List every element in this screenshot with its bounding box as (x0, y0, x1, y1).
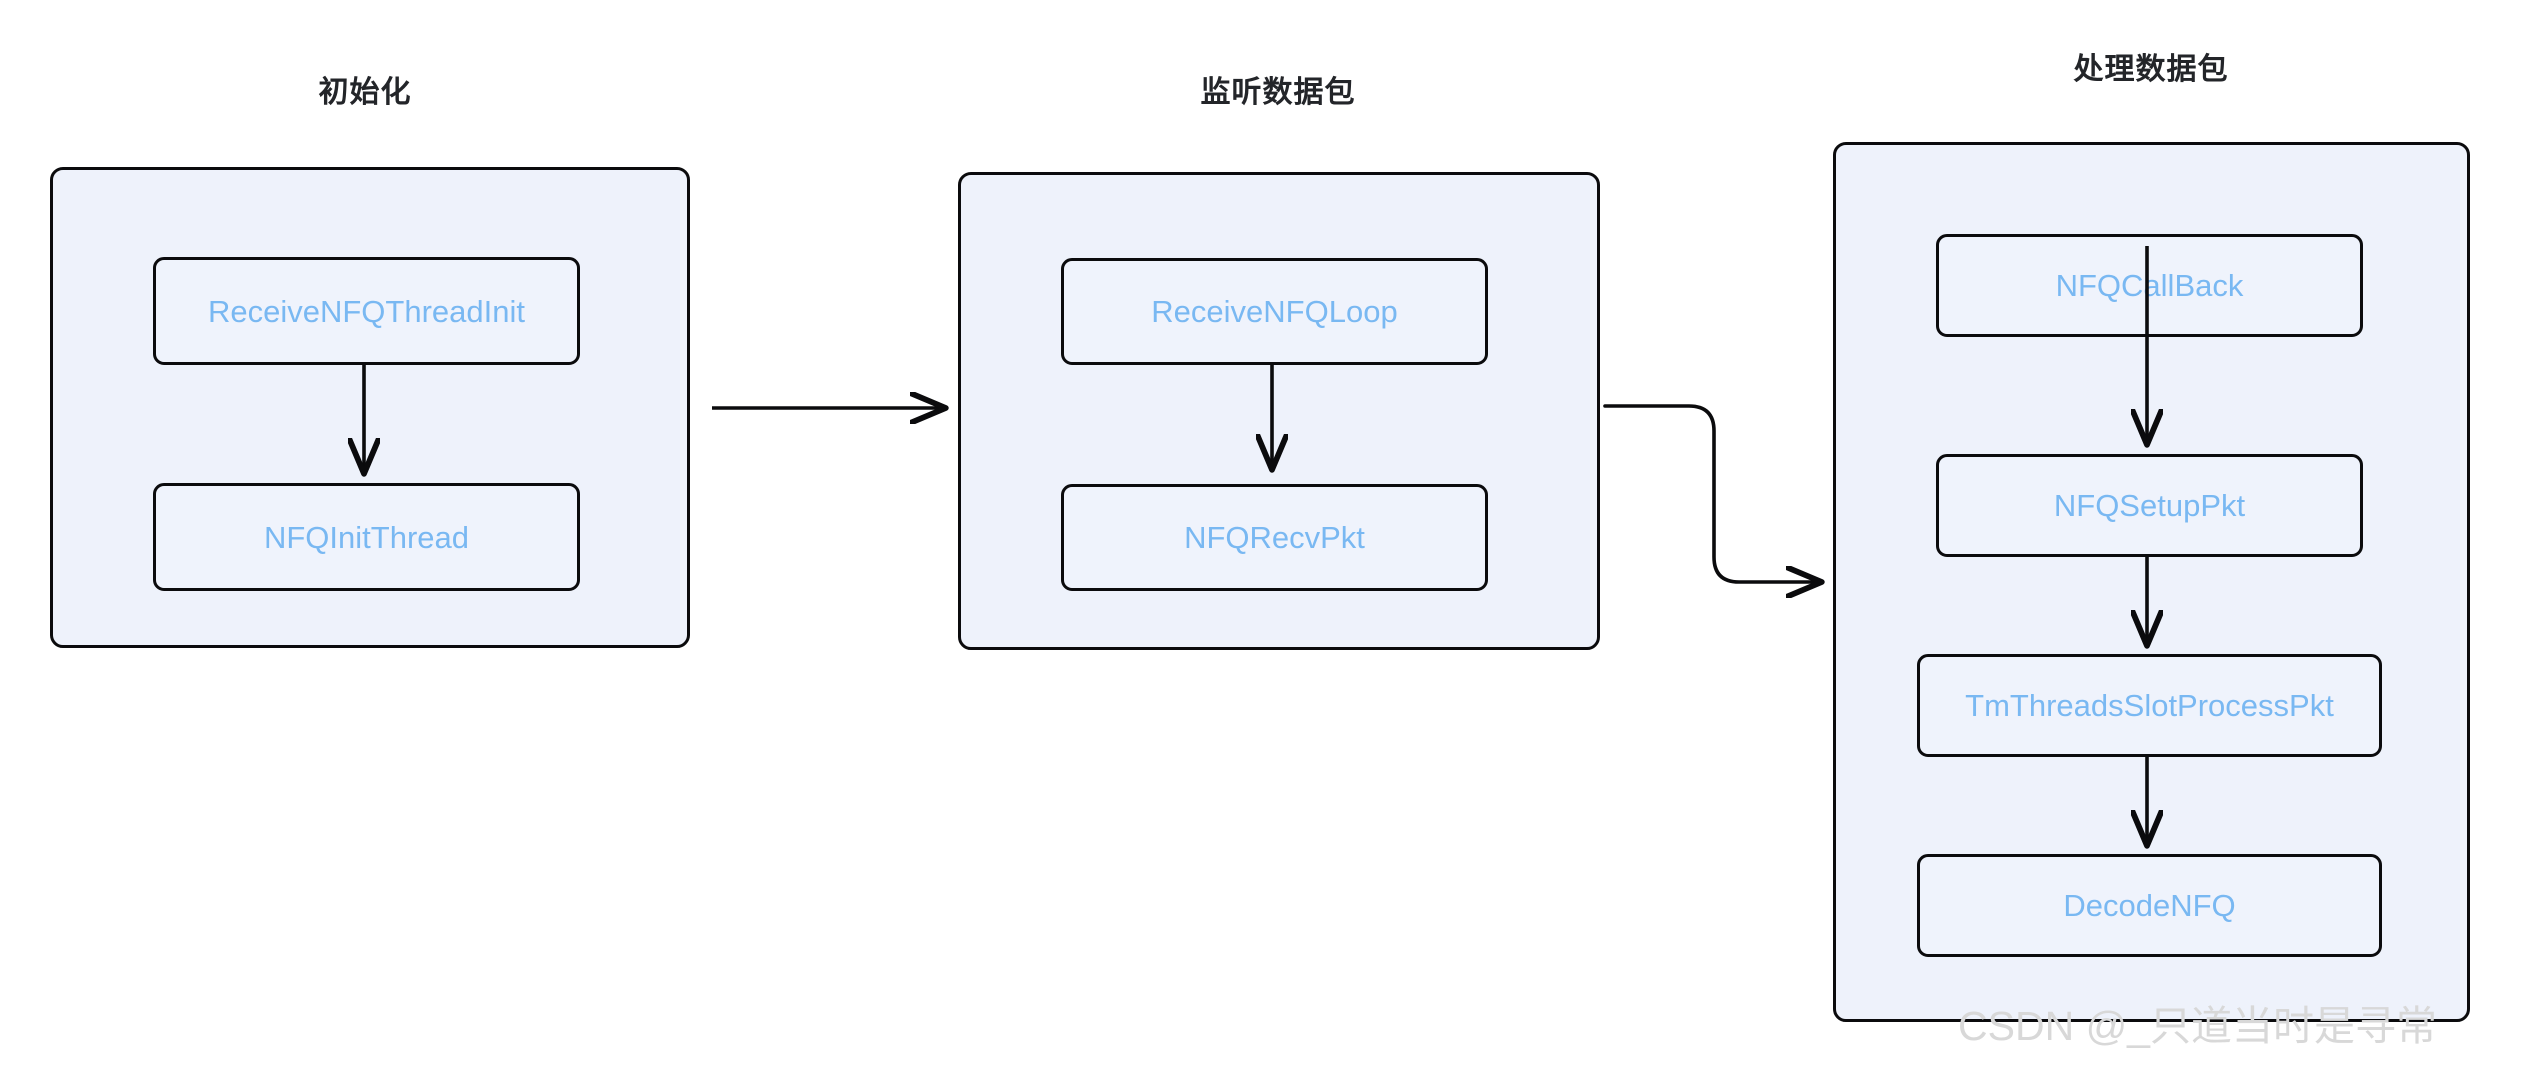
node-label-decode-nfq: DecodeNFQ (2063, 888, 2236, 923)
cluster-listen: ReceiveNFQLoop NFQRecvPkt (958, 172, 1600, 650)
node-label-nfq-recv-pkt: NFQRecvPkt (1184, 520, 1365, 555)
node-nfq-callback[interactable]: NFQCallBack (1936, 234, 2363, 337)
cluster-title-process: 处理数据包 (2073, 53, 2229, 86)
node-nfq-init-thread[interactable]: NFQInitThread (153, 483, 580, 591)
node-label-nfq-callback: NFQCallBack (2055, 268, 2244, 303)
edge-cluster2-to-cluster3 (1603, 404, 1820, 582)
cluster-title-init: 初始化 (318, 76, 412, 109)
cluster-init: ReceiveNFQThreadInit NFQInitThread (50, 167, 690, 648)
node-receive-nfq-loop[interactable]: ReceiveNFQLoop (1061, 258, 1488, 365)
node-label-nfq-setup-pkt: NFQSetupPkt (2053, 488, 2246, 523)
csdn-watermark: CSDN @_只道当时是寻常 (1958, 1003, 2437, 1049)
node-nfq-recv-pkt[interactable]: NFQRecvPkt (1061, 484, 1488, 591)
node-label-nfq-init-thread: NFQInitThread (263, 519, 469, 555)
node-tm-threads-slot-process-pkt[interactable]: TmThreadsSlotProcessPkt (1917, 654, 2382, 757)
node-decode-nfq[interactable]: DecodeNFQ (1917, 854, 2382, 957)
cluster-title-listen: 监听数据包 (1200, 76, 1356, 109)
node-label-receive-nfq-thread-init: ReceiveNFQThreadInit (207, 293, 525, 329)
node-label-receive-nfq-loop: ReceiveNFQLoop (1151, 294, 1398, 329)
cluster-process: NFQCallBack NFQSetupPkt TmThreadsSlotPro… (1833, 142, 2470, 1022)
node-receive-nfq-thread-init[interactable]: ReceiveNFQThreadInit (153, 257, 580, 365)
node-label-tm-threads-slot-process-pkt: TmThreadsSlotProcessPkt (1965, 688, 2334, 723)
node-nfq-setup-pkt[interactable]: NFQSetupPkt (1936, 454, 2363, 557)
